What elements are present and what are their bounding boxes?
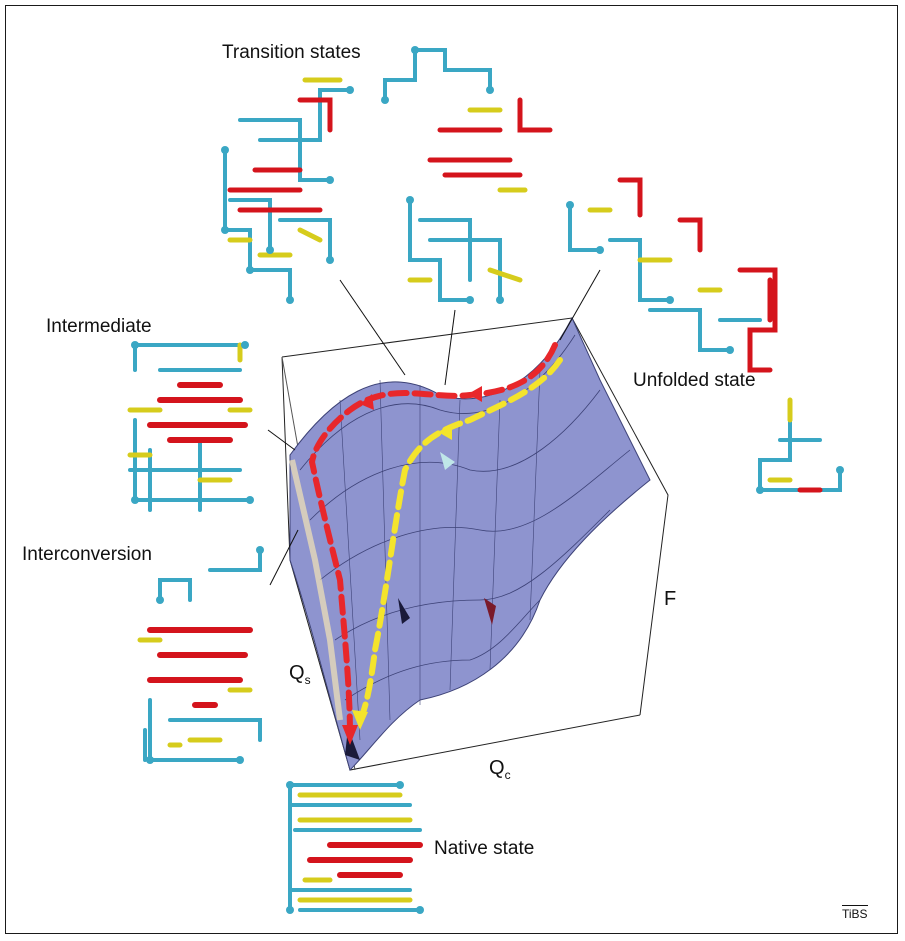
label-unfolded-state: Unfolded state [633,370,756,391]
protein-native [286,781,424,914]
axis-label-f: F [664,588,677,610]
protein-unfolded [566,177,844,494]
protein-interconversion [137,546,264,764]
protein-intermediate [127,341,254,512]
label-transition-states: Transition states [222,42,361,63]
axis-label-qs: Qs [289,662,311,687]
label-native-state: Native state [434,838,535,859]
figure-frame [5,5,898,934]
red-pathway-arrowheads [342,386,482,745]
yellow-pathway-arrowheads [352,424,452,730]
journal-logo: TiBS [842,905,868,921]
yellow-pathway [357,357,563,723]
axis-label-qc: Qc [489,757,511,782]
label-interconversion: Interconversion [22,544,152,565]
protein-transition-state-2 [381,46,553,304]
free-energy-surface [289,316,651,771]
protein-transition-state-1 [221,77,354,304]
label-intermediate: Intermediate [46,316,152,337]
leader-lines [267,269,601,586]
